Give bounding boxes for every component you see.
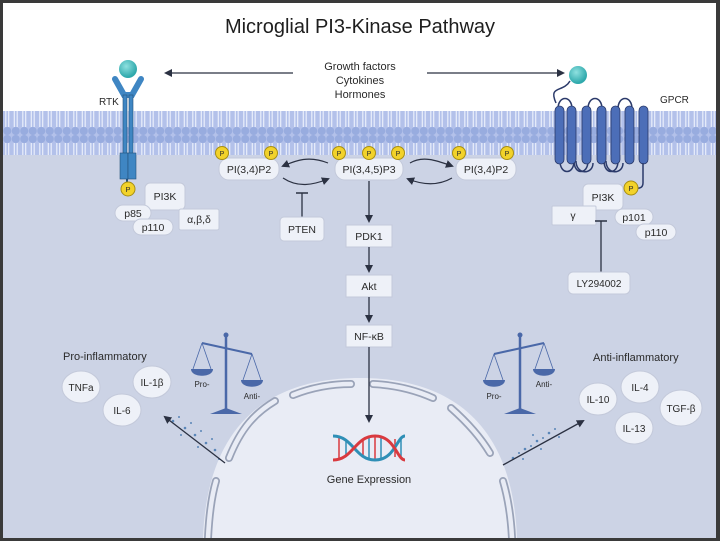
svg-text:IL-13: IL-13 [623,424,646,435]
lipid-group: PI(3,4)P2 P P PI(3,4,5)P3 P P P PI(3,4)P… [215,146,517,181]
svg-text:PI(3,4,5)P3: PI(3,4,5)P3 [342,164,395,176]
cytokine-tnfa: TNFa [61,370,101,404]
svg-text:IL-10: IL-10 [587,395,610,406]
svg-text:TNFa: TNFa [69,383,94,394]
svg-text:P: P [628,184,633,193]
pro-inflammatory-heading: Pro-inflammatory [63,351,147,363]
rtk-receptor [112,60,144,193]
p110-label: p110 [142,222,165,234]
svg-text:IL-6: IL-6 [113,406,131,417]
nucleus [203,378,517,538]
pro-cytokines: TNFa IL-1β IL-6 [61,365,172,427]
ligand-list: Growth factors Cytokines Hormones [324,61,396,101]
cytokine-il6: IL-6 [102,393,142,427]
scale-pro-dominant: Pro- Anti- [191,332,263,414]
svg-text:P: P [220,151,225,158]
pip2-right-to-pip3-arrow [406,177,453,185]
ligand-hormones: Hormones [335,89,386,101]
svg-text:IL-1β: IL-1β [141,378,164,389]
svg-text:P: P [505,151,510,158]
p101-label: p101 [622,212,646,224]
ligand-cytokines: Cytokines [336,75,385,87]
pathway-diagram: Microglial PI3-Kinase Pathway Growth fac… [3,3,716,538]
svg-text:P: P [457,151,462,158]
svg-text:Akt: Akt [361,281,376,293]
lipid-pip2-left: PI(3,4)P2 P P [215,146,280,181]
svg-text:PI(3,4)P2: PI(3,4)P2 [464,164,509,176]
diagram-title: Microglial PI3-Kinase Pathway [225,16,495,38]
gamma-label: γ [570,210,576,222]
rtk-label: RTK [99,97,119,108]
ly294002-label: LY294002 [577,279,622,290]
anti-inflammatory-heading: Anti-inflammatory [593,352,679,364]
cytokine-il4: IL-4 [620,370,660,404]
nfkb-node: NF-κB [345,324,393,348]
anti-cytokines: IL-10 IL-4 TGF-β IL-13 [578,370,703,445]
scale-left-anti-label: Anti- [244,392,261,401]
cytokine-tgfb: TGF-β [659,389,703,427]
gpcr-label: GPCR [660,95,689,106]
pdk1-node: PDK1 [345,224,393,248]
svg-text:PDK1: PDK1 [355,231,383,243]
akt-node: Akt [345,274,393,298]
lipid-conversion-arrows [281,158,454,186]
gpcr-phospho-badge: P [623,180,639,196]
diagram-frame: Microglial PI3-Kinase Pathway Growth fac… [3,3,716,538]
signaling-cascade: PDK1 Akt NF-κB [345,181,393,423]
gene-expression-label: Gene Expression [327,474,411,486]
rtk-phospho-badge: P [120,181,136,197]
lipid-pip2-right: PI(3,4)P2 P P [452,146,517,181]
svg-text:P: P [269,151,274,158]
anti-release-arrow [502,420,585,466]
svg-text:P: P [367,151,372,158]
dna-icon [332,434,406,462]
pten-inhibitor: PTEN [279,192,325,242]
svg-text:TGF-β: TGF-β [666,404,695,415]
cytokine-il10: IL-10 [578,382,618,416]
isoforms-label: α,β,δ [187,214,211,226]
scale-right-anti-label: Anti- [536,380,553,389]
pten-label: PTEN [288,224,316,236]
gpcr-pi3k-label: PI3K [592,192,615,204]
ligand-growth-factors: Growth factors [324,61,396,73]
lipid-pip3-center: PI(3,4,5)P3 P P P [332,146,405,181]
pip3-to-pip2-right-arrow [409,158,454,168]
svg-text:IL-4: IL-4 [631,383,649,394]
ly294002-inhibitor: LY294002 [567,220,631,295]
scale-left-pro-label: Pro- [194,380,209,389]
pip3-to-pip2-left-arrow [281,158,329,168]
rtk-pi3k-complex: PI3K p85 p110 α,β,δ P [114,181,220,236]
svg-text:PI(3,4)P2: PI(3,4)P2 [227,164,272,176]
rtk-ligand [119,60,137,78]
gpcr-p110-label: p110 [645,227,668,239]
gpcr-pi3k-complex: PI3K γ p101 p110 P [551,180,677,241]
svg-text:P: P [396,151,401,158]
svg-text:P: P [125,185,130,194]
cytokine-il13: IL-13 [614,411,654,445]
cytokine-il1b: IL-1β [132,365,172,399]
svg-text:P: P [337,151,342,158]
gpcr-ligand [569,66,587,84]
svg-text:NF-κB: NF-κB [354,331,384,343]
p85-label: p85 [124,208,142,220]
rtk-pi3k-label: PI3K [154,191,177,203]
pro-release-arrow [163,415,226,464]
pip2-left-to-pip3-arrow [282,177,330,186]
cell-membrane [3,111,716,155]
scale-right-pro-label: Pro- [486,392,501,401]
scale-anti-dominant: Anti- Pro- [483,332,555,414]
